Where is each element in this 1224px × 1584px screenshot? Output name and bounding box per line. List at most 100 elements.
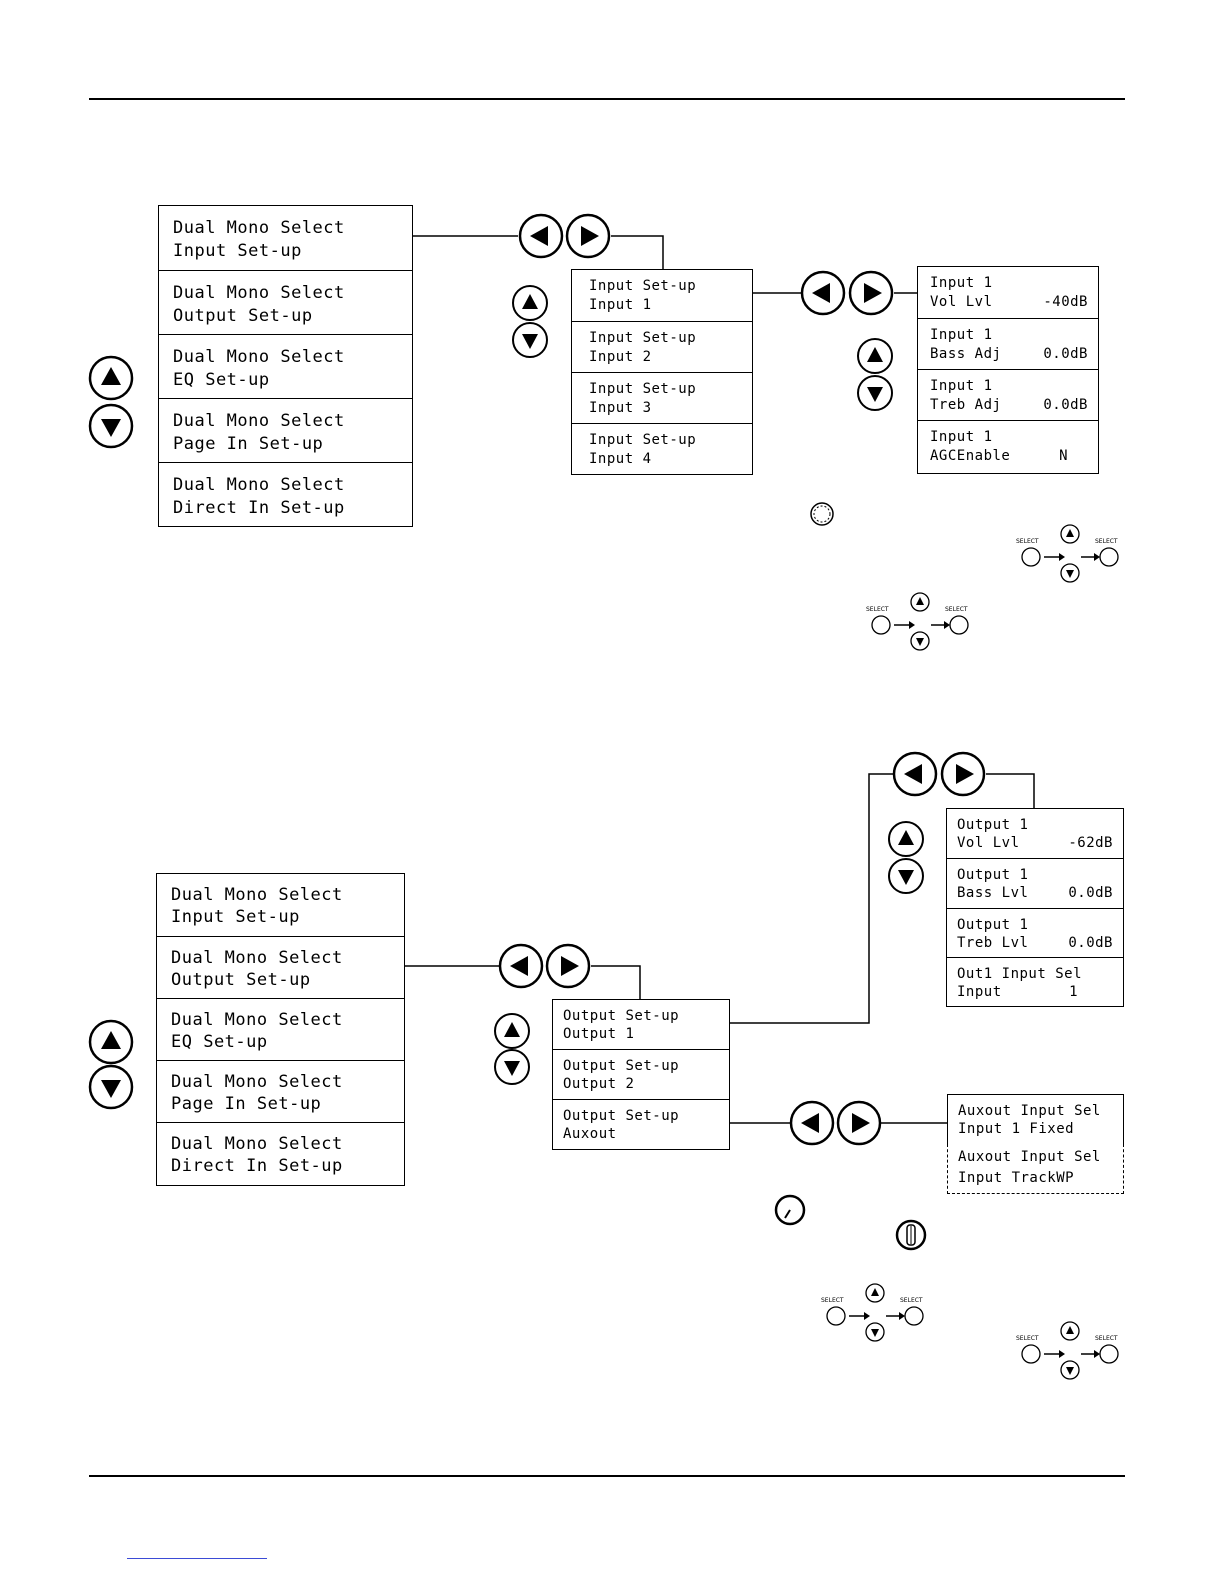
menu-value: 0.0dB	[1068, 885, 1113, 901]
menu-line-2: Input 3	[589, 400, 652, 416]
knob-icon	[774, 1194, 806, 1226]
menu-value: N	[1059, 448, 1068, 464]
down-arrow-button-icon[interactable]	[511, 321, 549, 359]
menu-line-1: Dual Mono Select	[171, 948, 343, 968]
select-label: SELECT	[1016, 1335, 1039, 1342]
bottom-output-setup-menu: Output Set-up Output 1 Output Set-up Out…	[552, 999, 730, 1150]
menu-line-1: Dual Mono Select	[173, 475, 345, 495]
menu-line-1: Input Set-up	[589, 381, 697, 397]
menu-line-1: Auxout Input Sel	[958, 1149, 1101, 1165]
menu-line-1: Dual Mono Select	[173, 218, 345, 238]
right-arrow-button-icon[interactable]	[545, 943, 592, 990]
header-rule	[89, 98, 1125, 100]
up-arrow-button-icon[interactable]	[511, 284, 549, 322]
menu-item-page-in-setup[interactable]: Dual Mono Select Page In Set-up	[157, 1060, 404, 1122]
menu-item-bass-adj[interactable]: Input 1 Bass Adj 0.0dB	[918, 318, 1098, 369]
footer-rule	[89, 1475, 1125, 1477]
menu-line-2: Input 4	[589, 451, 652, 467]
top-input1-menu: Input 1 Vol Lvl -40dB Input 1 Bass Adj 0…	[917, 266, 1099, 474]
select-label: SELECT	[1095, 1335, 1118, 1342]
down-arrow-button-icon[interactable]	[887, 857, 925, 895]
menu-item-bass-lvl[interactable]: Output 1 Bass Lvl 0.0dB	[947, 858, 1123, 908]
menu-line-2: Direct In Set-up	[173, 498, 345, 518]
menu-item-out1-input-sel[interactable]: Out1 Input Sel Input 1	[947, 957, 1123, 1006]
menu-value: -40dB	[1043, 294, 1088, 310]
menu-value: 0.0dB	[1068, 935, 1113, 951]
menu-line-1: Input Set-up	[589, 278, 697, 294]
down-arrow-button-icon[interactable]	[88, 1064, 134, 1110]
menu-value: -62dB	[1068, 835, 1113, 851]
menu-line-2: Page In Set-up	[173, 434, 324, 454]
menu-item-input-setup[interactable]: Dual Mono Select Input Set-up	[159, 206, 412, 270]
menu-item-input-4[interactable]: Input Set-up Input 4	[572, 423, 752, 474]
menu-line-1: Output Set-up	[563, 1008, 680, 1024]
menu-item-direct-in-setup[interactable]: Dual Mono Select Direct In Set-up	[157, 1122, 404, 1185]
down-arrow-button-icon[interactable]	[88, 403, 134, 449]
menu-item-page-in-setup[interactable]: Dual Mono Select Page In Set-up	[159, 398, 412, 462]
up-arrow-button-icon[interactable]	[88, 355, 134, 401]
down-arrow-button-icon[interactable]	[493, 1048, 531, 1086]
bottom-main-menu: Dual Mono Select Input Set-up Dual Mono …	[156, 873, 405, 1186]
menu-item-direct-in-setup[interactable]: Dual Mono Select Direct In Set-up	[159, 462, 412, 526]
menu-line-1: Input Set-up	[589, 432, 697, 448]
menu-line-1: Input 1	[930, 429, 993, 445]
menu-item-input-3[interactable]: Input Set-up Input 3	[572, 372, 752, 423]
menu-item-output-1[interactable]: Output Set-up Output 1	[553, 1000, 729, 1049]
menu-item-treb-lvl[interactable]: Output 1 Treb Lvl 0.0dB	[947, 908, 1123, 957]
up-arrow-button-icon[interactable]	[887, 820, 925, 858]
up-arrow-button-icon[interactable]	[88, 1019, 134, 1065]
top-main-menu: Dual Mono Select Input Set-up Dual Mono …	[158, 205, 413, 527]
menu-line-2: Treb Lvl	[957, 935, 1029, 951]
left-arrow-button-icon[interactable]	[800, 270, 847, 317]
menu-line-2: Input 1	[589, 297, 652, 313]
menu-line-1: Dual Mono Select	[171, 885, 343, 905]
right-arrow-button-icon[interactable]	[836, 1100, 883, 1147]
menu-item-vol-lvl[interactable]: Output 1 Vol Lvl -62dB	[947, 809, 1123, 858]
menu-item-eq-setup[interactable]: Dual Mono Select EQ Set-up	[159, 334, 412, 398]
menu-item-treb-adj[interactable]: Input 1 Treb Adj 0.0dB	[918, 369, 1098, 420]
up-arrow-button-icon[interactable]	[856, 337, 894, 375]
footer-link-underline	[127, 1558, 267, 1559]
menu-line-2: Input 2	[589, 349, 652, 365]
menu-item-input-setup[interactable]: Dual Mono Select Input Set-up	[157, 874, 404, 936]
left-arrow-button-icon[interactable]	[892, 751, 939, 798]
bottom-output1-menu: Output 1 Vol Lvl -62dB Output 1 Bass Lvl…	[946, 808, 1124, 1007]
menu-line-2: Auxout	[563, 1126, 617, 1142]
menu-line-2: AGCEnable	[930, 448, 1011, 464]
menu-line-2: Input Set-up	[171, 907, 300, 927]
bottom-auxout-menu: Auxout Input Sel Input 1 Fixed	[947, 1094, 1124, 1146]
menu-line-1: Output 1	[957, 817, 1029, 833]
menu-item-auxout[interactable]: Output Set-up Auxout	[553, 1099, 729, 1149]
menu-item-eq-setup[interactable]: Dual Mono Select EQ Set-up	[157, 998, 404, 1060]
menu-item-input-1[interactable]: Input Set-up Input 1	[572, 270, 752, 321]
menu-line-2: EQ Set-up	[173, 370, 270, 390]
select-label: SELECT	[821, 1297, 844, 1304]
up-arrow-button-icon[interactable]	[493, 1012, 531, 1050]
right-arrow-button-icon[interactable]	[848, 270, 895, 317]
menu-value: 1	[1069, 984, 1078, 1000]
select-label: SELECT	[1016, 538, 1039, 545]
left-arrow-button-icon[interactable]	[498, 943, 545, 990]
menu-item-vol-lvl[interactable]: Input 1 Vol Lvl -40dB	[918, 267, 1098, 318]
menu-line-2: Bass Adj	[930, 346, 1002, 362]
down-arrow-button-icon[interactable]	[856, 374, 894, 412]
menu-item-agc-enable[interactable]: Input 1 AGCEnable N	[918, 420, 1098, 473]
menu-line-1: Dual Mono Select	[171, 1010, 343, 1030]
menu-line-2: Treb Adj	[930, 397, 1002, 413]
select-up-down-select-icon: SELECT SELECT	[820, 1282, 930, 1344]
menu-item-input-1-fixed[interactable]: Auxout Input Sel Input 1 Fixed	[948, 1095, 1123, 1145]
right-arrow-button-icon[interactable]	[565, 213, 612, 260]
menu-item-output-setup[interactable]: Dual Mono Select Output Set-up	[159, 270, 412, 334]
knob-icon	[810, 502, 834, 526]
select-label: SELECT	[900, 1297, 923, 1304]
bottom-auxout-alt-option[interactable]: Auxout Input Sel Input TrackWP	[947, 1144, 1124, 1194]
menu-item-output-2[interactable]: Output Set-up Output 2	[553, 1049, 729, 1099]
menu-item-output-setup[interactable]: Dual Mono Select Output Set-up	[157, 936, 404, 998]
right-arrow-button-icon[interactable]	[940, 751, 987, 798]
left-arrow-button-icon[interactable]	[518, 213, 565, 260]
menu-line-2: Input 1 Fixed	[958, 1121, 1075, 1137]
left-arrow-button-icon[interactable]	[789, 1100, 836, 1147]
menu-item-input-2[interactable]: Input Set-up Input 2	[572, 321, 752, 372]
menu-line-2: EQ Set-up	[171, 1032, 268, 1052]
menu-line-1: Input 1	[930, 378, 993, 394]
